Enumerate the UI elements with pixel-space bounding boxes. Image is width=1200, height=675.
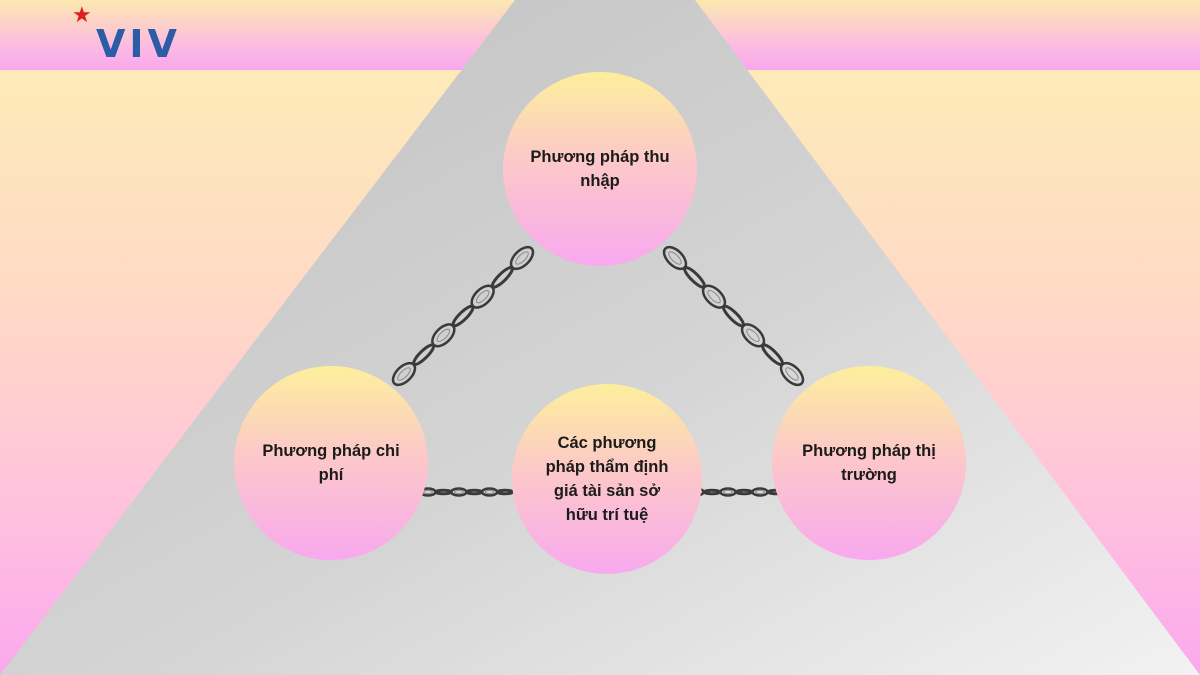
chain-link-highlight: [453, 489, 464, 495]
chain-link-highlight: [397, 367, 411, 381]
chain-link: [751, 487, 769, 497]
chain-link: [722, 304, 745, 328]
chain-link-highlight: [785, 367, 799, 381]
chain-link: [391, 361, 417, 387]
chain-link: [490, 265, 514, 289]
chain-link: [735, 488, 753, 496]
chain-link: [465, 488, 484, 496]
chain-center-left: [419, 487, 514, 497]
chain-link-highlight: [668, 251, 682, 265]
chain-link: [779, 361, 805, 387]
chain-link-highlight: [723, 489, 733, 495]
chain-link-highlight: [515, 251, 529, 265]
chain-link-highlight: [746, 328, 760, 343]
circle-left: Phương pháp chi phí: [234, 366, 428, 560]
chain-link-highlight: [475, 289, 490, 304]
chain-link: [703, 488, 721, 496]
circle-center: Các phương pháp thẩm định giá tài sản sở…: [512, 384, 702, 574]
circle-right: Phương pháp thị trường: [772, 366, 966, 560]
chain-link: [480, 487, 499, 497]
viv-logo: ★ VIV: [72, 4, 202, 66]
chain-link: [683, 265, 706, 289]
chain-link-highlight: [484, 489, 495, 495]
chain-link: [496, 488, 514, 496]
label-cost-method: Phương pháp chi phí: [262, 442, 400, 484]
chain-link: [412, 343, 436, 367]
label-income-method: Phương pháp thu nhập: [530, 148, 670, 190]
chain-link: [450, 487, 468, 497]
circle-top: Phương pháp thu nhập: [503, 72, 697, 266]
chain-center-right: [687, 487, 785, 497]
label-center-title: Các phương pháp thẩm định giá tài sản sở…: [545, 434, 669, 524]
label-market-method: Phương pháp thị trường: [802, 442, 936, 484]
chain-link: [434, 488, 453, 496]
chain-link-highlight: [707, 289, 721, 304]
chain-link: [719, 487, 737, 497]
chain-link-highlight: [423, 489, 433, 495]
chain-link-highlight: [755, 489, 765, 495]
chain-link: [761, 343, 784, 367]
chain-top-left: [391, 245, 535, 387]
star-icon: ★: [72, 2, 92, 27]
logo-text: VIV: [96, 22, 181, 66]
chain-link-highlight: [436, 328, 451, 343]
chain-link: [451, 304, 475, 328]
chain-top-right: [662, 245, 805, 387]
